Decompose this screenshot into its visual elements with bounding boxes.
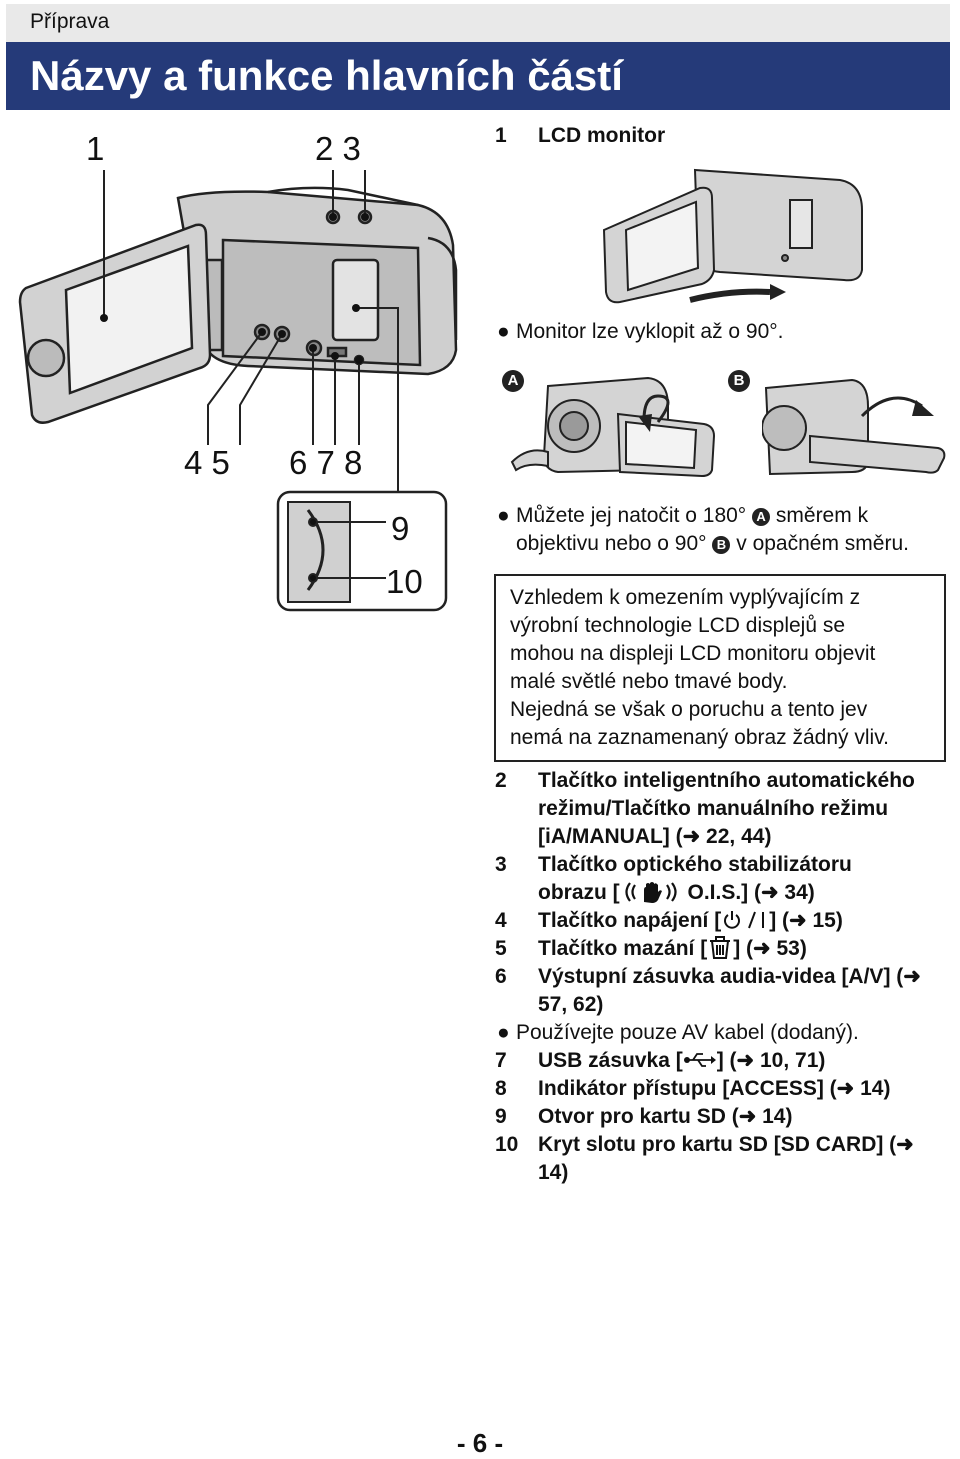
power-icon [724, 911, 765, 929]
ois-hand-icon [625, 882, 677, 903]
marker-b: B [728, 370, 750, 392]
section-bar [6, 4, 950, 42]
camera-main-illustration [18, 170, 458, 612]
label-2-3: 2 3 [315, 130, 361, 167]
marker-b-inline: B [712, 536, 731, 554]
label-10: 10 [386, 563, 423, 600]
camera-rotate-b-illustration [762, 378, 946, 476]
label-9: 9 [391, 510, 410, 547]
section-label: Příprava [30, 10, 110, 33]
usb-icon [683, 1053, 716, 1067]
camera-rotate-a-illustration [510, 376, 716, 478]
trash-icon [710, 936, 731, 959]
note-box: Vzhledem k omezením vyplývajícím z výrob… [494, 574, 946, 762]
item-text: LCD monitor [538, 124, 666, 147]
marker-a: A [502, 370, 524, 392]
title-bar [6, 42, 950, 110]
camera-monitor-open-illustration [602, 168, 863, 304]
page-title: Názvy a funkce hlavních částí [30, 52, 623, 99]
marker-a-inline: A [752, 508, 771, 526]
item-number: 1 [495, 124, 507, 147]
page-number: - 6 - [456, 1428, 504, 1458]
label-1: 1 [86, 130, 105, 167]
label-4-5: 4 5 [184, 444, 230, 481]
label-6-7-8: 6 7 8 [289, 444, 363, 481]
